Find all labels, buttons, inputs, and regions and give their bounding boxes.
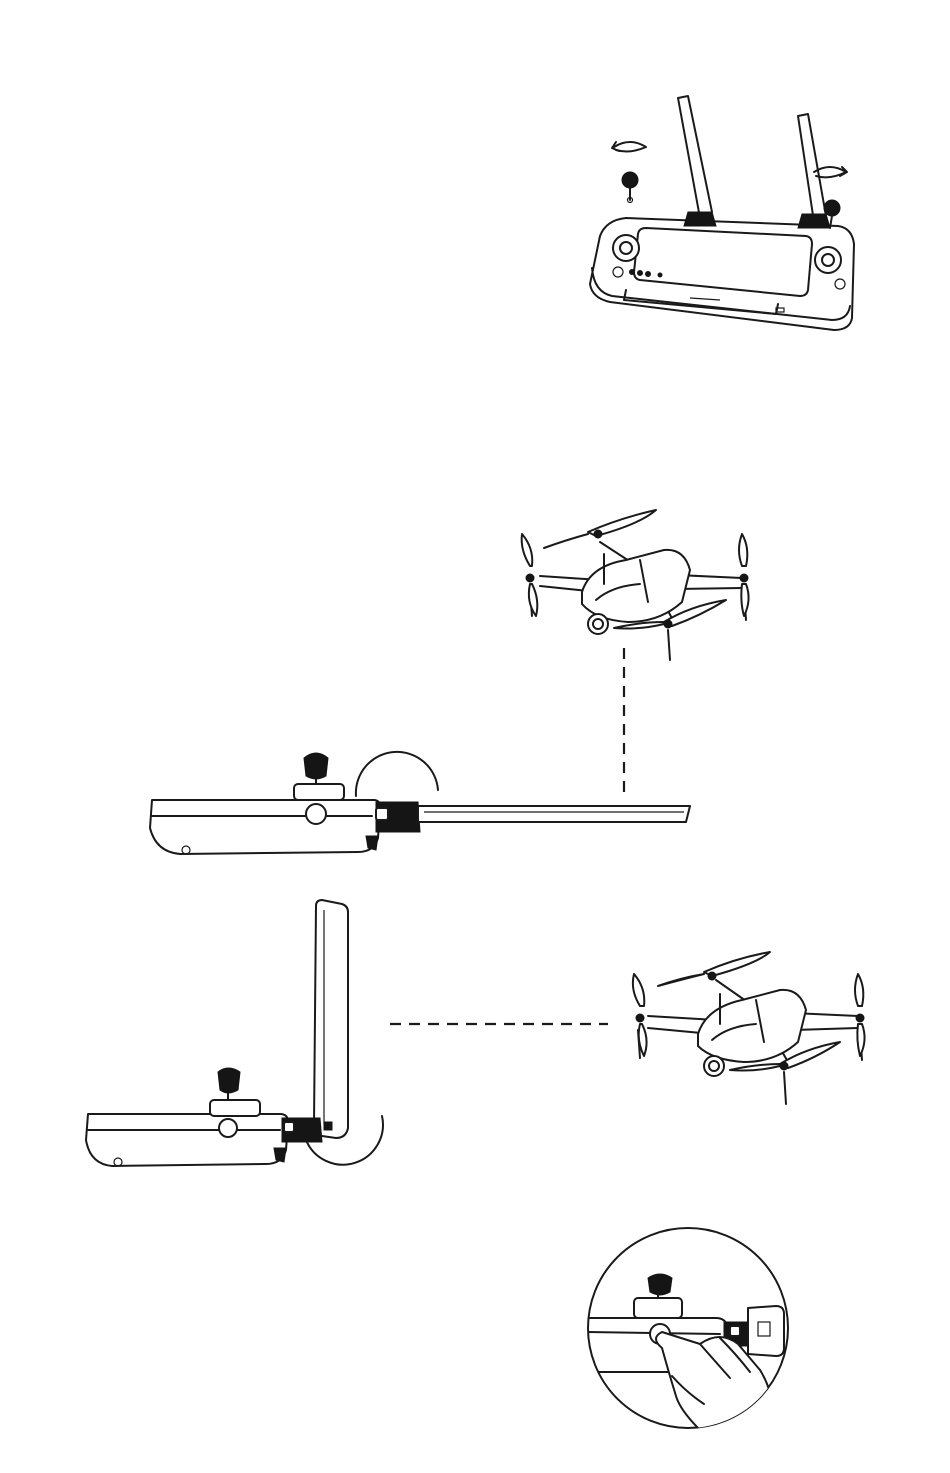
rotation-arc <box>356 752 438 796</box>
power-button <box>306 804 326 824</box>
left-stick-base <box>613 235 639 261</box>
antenna-perpendicular <box>314 900 348 1138</box>
left-thumbstick-install <box>612 142 646 203</box>
right-stick-base <box>815 247 841 273</box>
perpendicular-antenna-figure <box>86 900 865 1166</box>
power-button-press-figure <box>586 1228 788 1430</box>
parallel-antenna-figure <box>150 510 749 854</box>
thumbstick <box>648 1274 672 1295</box>
drone-side <box>633 952 865 1104</box>
thumbstick <box>218 1068 240 1093</box>
antenna-parallel <box>418 806 690 822</box>
remote-controller-side <box>150 752 690 854</box>
drone-top <box>522 510 749 660</box>
remote-controller-side <box>86 900 383 1166</box>
left-antenna <box>678 96 716 226</box>
power-button <box>219 1119 237 1137</box>
thumbstick <box>304 753 328 779</box>
remote-controller-front <box>590 218 854 330</box>
antenna-unfold-figure <box>590 96 854 330</box>
